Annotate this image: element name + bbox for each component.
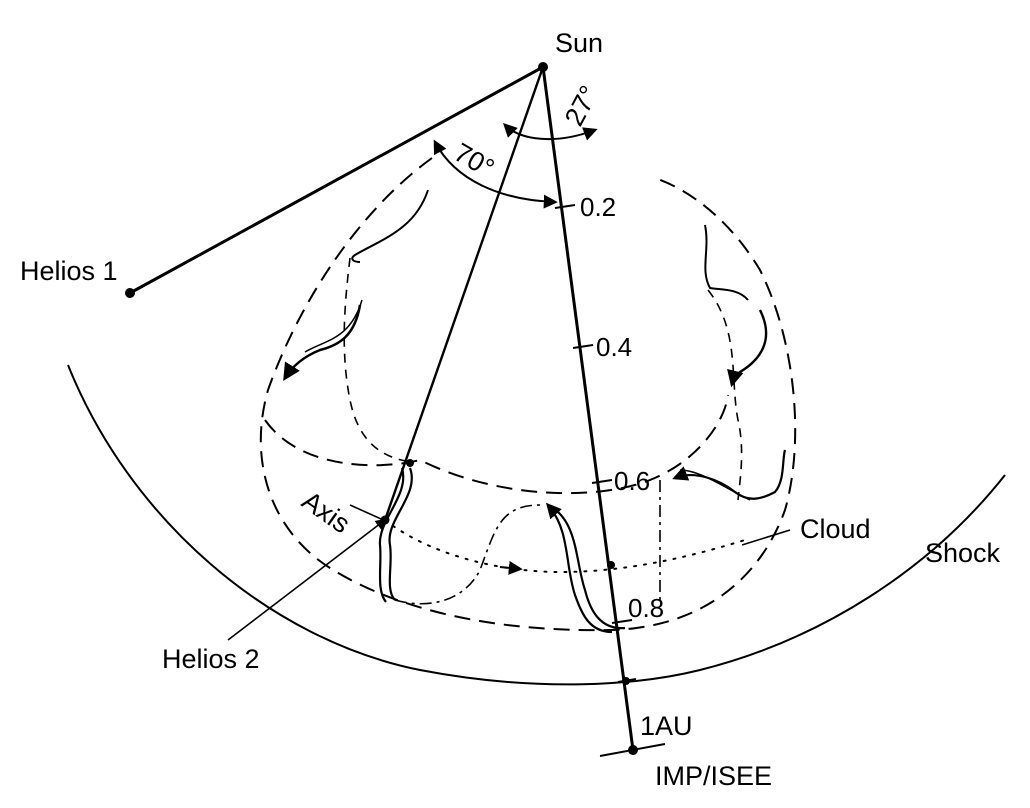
cloud-back-right-lobe bbox=[707, 289, 743, 501]
field-line-mid-left-2 bbox=[304, 299, 363, 353]
helios1-line bbox=[129, 65, 544, 295]
field-line-right-top bbox=[704, 224, 749, 301]
axis-label: Axis bbox=[297, 485, 356, 539]
field-line-right-mid bbox=[727, 309, 768, 388]
shock-label: Shock bbox=[925, 538, 1001, 568]
helios1-point bbox=[125, 288, 135, 298]
cloud-inner-cross-section bbox=[264, 394, 729, 495]
imp-isee-baseline bbox=[599, 743, 666, 757]
cloud-outer-boundary bbox=[259, 157, 797, 632]
one-au-label: 1AU bbox=[640, 711, 693, 741]
field-line-right-lower bbox=[672, 449, 787, 500]
cloud-back-left-lobe bbox=[343, 257, 413, 463]
tick-mark-0.6 bbox=[591, 479, 613, 484]
angle-27-label: 27° bbox=[559, 81, 605, 131]
cloud-pointer-line bbox=[741, 529, 791, 546]
shock-front-curve bbox=[67, 364, 1006, 686]
imp-isee-label: IMP/ISEE bbox=[655, 761, 772, 791]
tick-label-0.2: 0.2 bbox=[580, 192, 616, 222]
center-cross-point bbox=[607, 561, 615, 569]
field-line-right-lower-2 bbox=[679, 469, 751, 501]
sun-label: Sun bbox=[555, 28, 603, 58]
tick-label-0.6: 0.6 bbox=[614, 466, 650, 496]
angle-arc-70 bbox=[433, 139, 558, 209]
field-line-helios2-double-1 bbox=[388, 467, 413, 601]
one-au-shock-point bbox=[622, 677, 630, 685]
cloud-label: Cloud bbox=[800, 514, 871, 544]
angle-arc-27 bbox=[503, 123, 598, 141]
tick-mark-0.8 bbox=[611, 619, 633, 624]
helios2-label: Helios 2 bbox=[162, 644, 260, 674]
tick-label-0.8: 0.8 bbox=[628, 593, 664, 623]
tick-mark-0.4 bbox=[572, 344, 594, 349]
field-line-mid-left bbox=[283, 304, 362, 381]
tick-mark-0.2 bbox=[554, 204, 576, 209]
angle-70-label: 70° bbox=[449, 137, 499, 183]
helios1-label: Helios 1 bbox=[20, 256, 118, 286]
field-line-dashdot-left bbox=[394, 504, 541, 605]
helios2-point bbox=[380, 515, 390, 525]
field-line-top-left bbox=[351, 189, 429, 263]
field-line-center-double-1 bbox=[547, 504, 626, 630]
sun-point bbox=[538, 62, 548, 72]
axis-direction-arrow bbox=[499, 560, 523, 575]
helios2-cross-point bbox=[406, 459, 414, 467]
field-line-helios2-double-2 bbox=[378, 467, 405, 603]
imp-isee-line bbox=[541, 66, 635, 751]
tick-label-0.4: 0.4 bbox=[596, 332, 632, 362]
cloud-axis-dotted-line bbox=[384, 519, 746, 574]
helios2-pointer-line bbox=[227, 518, 387, 641]
field-line-center-double-2 bbox=[545, 502, 613, 634]
